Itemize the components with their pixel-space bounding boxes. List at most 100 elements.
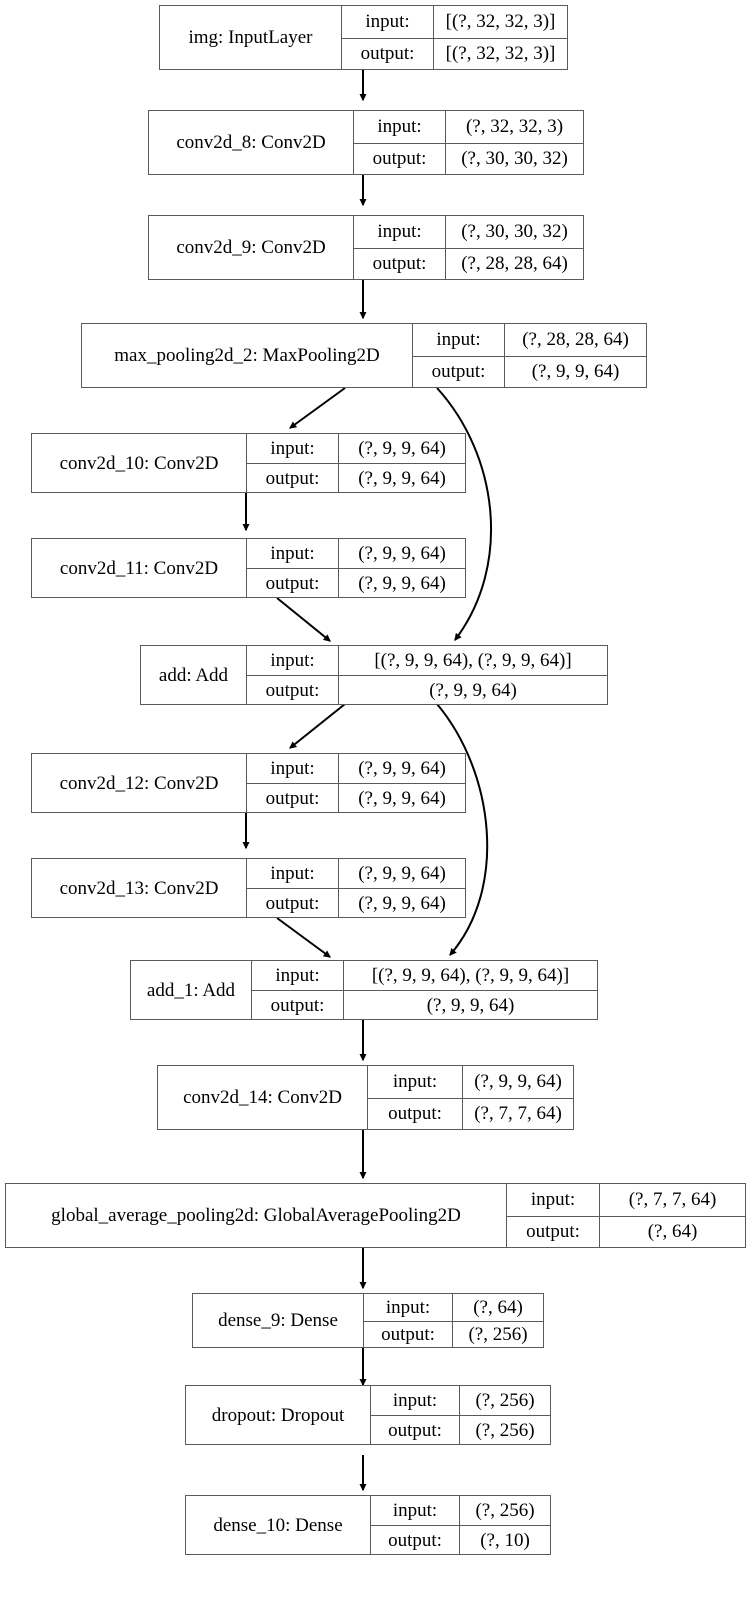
input-label: input: xyxy=(270,863,315,884)
node-img[interactable]: img: InputLayer input: [(?, 32, 32, 3)] … xyxy=(159,5,568,70)
input-label: input: xyxy=(436,329,481,351)
node-conv2d-14-input-row: input: (?, 9, 9, 64) xyxy=(368,1066,573,1098)
node-conv2d-9-output-row: output: (?, 28, 28, 64) xyxy=(354,247,583,279)
node-max-pooling2d-2-input-shape: (?, 28, 28, 64) xyxy=(504,324,646,356)
node-conv2d-8-title: conv2d_8: Conv2D xyxy=(176,132,326,153)
node-dense-10-title: dense_10: Dense xyxy=(213,1514,343,1536)
node-conv2d-14-output-row: output: (?, 7, 7, 64) xyxy=(368,1097,573,1129)
node-conv2d-10[interactable]: conv2d_10: Conv2D input: (?, 9, 9, 64) o… xyxy=(31,433,466,493)
node-img-output-row: output: [(?, 32, 32, 3)] xyxy=(342,37,567,69)
node-conv2d-9-input-row: input: (?, 30, 30, 32) xyxy=(354,216,583,248)
node-add-io: input: [(?, 9, 9, 64), (?, 9, 9, 64)] ou… xyxy=(246,646,607,704)
node-dropout-title: dropout: Dropout xyxy=(211,1404,345,1426)
node-max-pooling2d-2-output-shape: (?, 9, 9, 64) xyxy=(504,356,646,387)
edge-conv2d-11-to-add xyxy=(276,597,331,642)
node-conv2d-13-output-row: output: (?, 9, 9, 64) xyxy=(247,888,465,917)
node-dropout-output-row: output: (?, 256) xyxy=(371,1415,550,1444)
edge-max-pooling2d-2-to-add-skip xyxy=(436,387,493,641)
output-label: output: xyxy=(388,1103,442,1125)
node-add-output-shape: (?, 9, 9, 64) xyxy=(338,676,607,704)
node-add-1-output-row: output: (?, 9, 9, 64) xyxy=(252,990,597,1019)
node-conv2d-13-input-shape: (?, 9, 9, 64) xyxy=(338,859,465,888)
node-global-average-pooling2d[interactable]: global_average_pooling2d: GlobalAverageP… xyxy=(5,1183,746,1248)
node-add-1-input-shape: [(?, 9, 9, 64), (?, 9, 9, 64)] xyxy=(343,961,597,990)
node-global-average-pooling2d-io: input: (?, 7, 7, 64) output: (?, 64) xyxy=(506,1184,745,1247)
node-img-title: img: InputLayer xyxy=(188,27,313,48)
node-conv2d-11-output-row: output: (?, 9, 9, 64) xyxy=(247,568,465,597)
node-add-output-row: output: (?, 9, 9, 64) xyxy=(247,675,607,704)
node-conv2d-12-io: input: (?, 9, 9, 64) output: (?, 9, 9, 6… xyxy=(246,754,465,812)
node-gap-input-shape: (?, 7, 7, 64) xyxy=(599,1184,745,1216)
node-conv2d-12-input-shape: (?, 9, 9, 64) xyxy=(338,754,465,783)
node-dense-10[interactable]: dense_10: Dense input: (?, 256) output: … xyxy=(185,1495,551,1555)
output-label: output: xyxy=(431,361,486,383)
node-dense-9-io: input: (?, 64) output: (?, 256) xyxy=(363,1294,543,1347)
node-conv2d-14-title: conv2d_14: Conv2D xyxy=(183,1087,342,1108)
output-label: output: xyxy=(265,467,320,489)
input-label: input: xyxy=(392,1071,438,1093)
node-dropout-input-shape: (?, 256) xyxy=(459,1386,550,1415)
node-dense-9-input-shape: (?, 64) xyxy=(452,1294,543,1321)
node-add-1-title: add_1: Add xyxy=(146,979,236,1001)
node-conv2d-14-input-shape: (?, 9, 9, 64) xyxy=(462,1066,573,1098)
input-label: input: xyxy=(270,438,315,459)
node-conv2d-10-title: conv2d_10: Conv2D xyxy=(59,452,219,474)
node-conv2d-14-output-shape: (?, 7, 7, 64) xyxy=(462,1098,573,1129)
node-add-title: add: Add xyxy=(158,664,229,686)
node-conv2d-13[interactable]: conv2d_13: Conv2D input: (?, 9, 9, 64) o… xyxy=(31,858,466,918)
edge-add-to-add-1-skip xyxy=(436,703,489,956)
node-conv2d-8-input-shape: (?, 32, 32, 3) xyxy=(445,111,583,143)
node-dense-10-input-shape: (?, 256) xyxy=(459,1496,550,1525)
node-dense-10-io: input: (?, 256) output: (?, 10) xyxy=(370,1496,550,1554)
node-conv2d-13-output-shape: (?, 9, 9, 64) xyxy=(338,889,465,917)
node-img-input-shape: [(?, 32, 32, 3)] xyxy=(433,6,567,38)
node-dense-10-output-shape: (?, 10) xyxy=(459,1526,550,1554)
node-conv2d-10-output-shape: (?, 9, 9, 64) xyxy=(338,464,465,492)
node-conv2d-8[interactable]: conv2d_8: Conv2D input: (?, 32, 32, 3) o… xyxy=(148,110,584,175)
input-label: input: xyxy=(385,1296,431,1318)
node-img-io: input: [(?, 32, 32, 3)] output: [(?, 32,… xyxy=(341,6,567,69)
node-img-output-shape: [(?, 32, 32, 3)] xyxy=(433,38,567,69)
node-conv2d-12-title: conv2d_12: Conv2D xyxy=(59,772,219,794)
input-label: input: xyxy=(270,758,315,779)
node-conv2d-9[interactable]: conv2d_9: Conv2D input: (?, 30, 30, 32) … xyxy=(148,215,584,280)
edge-add-to-conv2d-12 xyxy=(289,703,346,749)
node-max-pooling2d-2[interactable]: max_pooling2d_2: MaxPooling2D input: (?,… xyxy=(81,323,647,388)
node-conv2d-12[interactable]: conv2d_12: Conv2D input: (?, 9, 9, 64) o… xyxy=(31,753,466,813)
node-dense-10-output-row: output: (?, 10) xyxy=(371,1525,550,1554)
input-label: input: xyxy=(275,965,320,986)
node-conv2d-9-output-shape: (?, 28, 28, 64) xyxy=(445,248,583,279)
output-label: output: xyxy=(265,679,320,701)
input-label: input: xyxy=(270,650,315,671)
output-label: output: xyxy=(388,1529,442,1551)
input-label: input: xyxy=(377,116,422,138)
output-label: output: xyxy=(381,1323,435,1345)
node-add-1[interactable]: add_1: Add input: [(?, 9, 9, 64), (?, 9,… xyxy=(130,960,598,1020)
node-max-pooling2d-2-output-row: output: (?, 9, 9, 64) xyxy=(413,355,646,387)
node-conv2d-8-input-row: input: (?, 32, 32, 3) xyxy=(354,111,583,143)
node-gap-input-row: input: (?, 7, 7, 64) xyxy=(507,1184,745,1216)
node-conv2d-14[interactable]: conv2d_14: Conv2D input: (?, 9, 9, 64) o… xyxy=(157,1065,574,1130)
node-dense-9-title: dense_9: Dense xyxy=(218,1310,338,1331)
output-label: output: xyxy=(372,148,427,170)
node-conv2d-11[interactable]: conv2d_11: Conv2D input: (?, 9, 9, 64) o… xyxy=(31,538,466,598)
node-add[interactable]: add: Add input: [(?, 9, 9, 64), (?, 9, 9… xyxy=(140,645,608,705)
node-gap-output-shape: (?, 64) xyxy=(599,1216,745,1247)
output-label: output: xyxy=(265,892,320,914)
node-conv2d-8-output-shape: (?, 30, 30, 32) xyxy=(445,143,583,174)
node-conv2d-10-input-shape: (?, 9, 9, 64) xyxy=(338,434,465,463)
node-conv2d-8-io: input: (?, 32, 32, 3) output: (?, 30, 30… xyxy=(353,111,583,174)
input-label: input: xyxy=(392,1500,438,1521)
node-conv2d-9-input-shape: (?, 30, 30, 32) xyxy=(445,216,583,248)
node-dense-9-output-row: output: (?, 256) xyxy=(364,1320,543,1347)
node-max-pooling2d-2-title: max_pooling2d_2: MaxPooling2D xyxy=(114,345,380,366)
node-conv2d-11-io: input: (?, 9, 9, 64) output: (?, 9, 9, 6… xyxy=(246,539,465,597)
node-conv2d-10-input-row: input: (?, 9, 9, 64) xyxy=(247,434,465,463)
node-conv2d-8-output-row: output: (?, 30, 30, 32) xyxy=(354,142,583,174)
node-add-1-output-shape: (?, 9, 9, 64) xyxy=(343,991,597,1019)
node-dense-9[interactable]: dense_9: Dense input: (?, 64) output: (?… xyxy=(192,1293,544,1348)
output-label: output: xyxy=(360,43,415,65)
node-conv2d-14-io: input: (?, 9, 9, 64) output: (?, 7, 7, 6… xyxy=(367,1066,573,1129)
node-dropout[interactable]: dropout: Dropout input: (?, 256) output:… xyxy=(185,1385,551,1445)
